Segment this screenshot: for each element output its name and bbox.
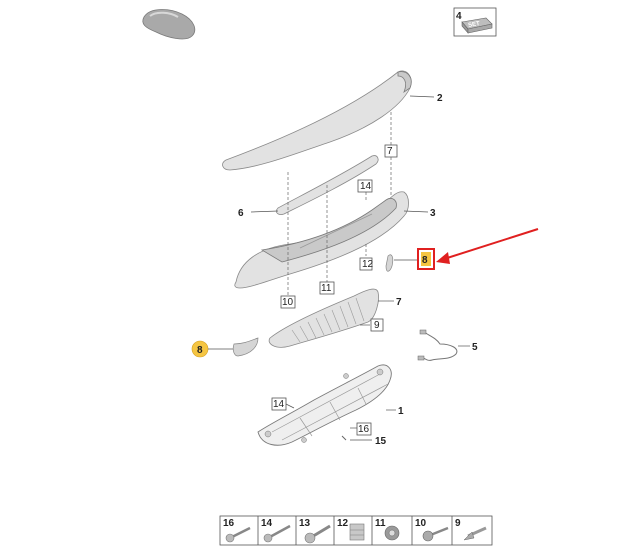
part-8-clip-left[interactable]	[232, 337, 259, 357]
part-4-set-box[interactable]: 4 SET	[453, 7, 497, 37]
legend-label-10: 10	[415, 518, 427, 529]
part-8-clip-right[interactable]	[385, 254, 394, 272]
legend-label-13: 13	[299, 518, 311, 529]
part-7-label: 7	[396, 297, 402, 308]
legend-item-14[interactable]: 14	[261, 518, 291, 543]
part-8-marker-left[interactable]: 8	[191, 340, 209, 358]
part-3-label: 3	[430, 208, 436, 219]
part-14-ref-label: 14	[273, 399, 285, 410]
part-13-ref-label: 14	[360, 181, 372, 192]
legend-item-11[interactable]: 11	[375, 518, 400, 541]
legend-item-13[interactable]: 13	[299, 518, 331, 544]
legend-label-14: 14	[261, 518, 273, 529]
part-5-cable[interactable]	[417, 329, 458, 361]
red-arrow-icon	[436, 228, 539, 264]
legend-label-11: 11	[375, 518, 386, 529]
legend-item-10[interactable]: 10	[415, 518, 449, 542]
part-12-ref-label: 12	[362, 259, 374, 270]
part-4-label: 4	[456, 11, 462, 22]
tube-icon	[142, 9, 196, 40]
part-3-spoiler-lower[interactable]	[234, 191, 409, 289]
part-5-label: 5	[472, 342, 478, 353]
part-2-label: 2	[437, 93, 443, 104]
legend-item-12[interactable]: 12	[337, 518, 365, 541]
part-6-label: 6	[238, 208, 244, 219]
part-1-frame[interactable]	[257, 364, 392, 446]
part-7-ref-label: 7	[387, 146, 393, 157]
part-15-label: 15	[375, 436, 387, 447]
legend-label-12: 12	[337, 518, 349, 529]
legend-item-9[interactable]: 9	[455, 518, 487, 541]
part-10-ref-label: 10	[282, 297, 294, 308]
legend-label-16: 16	[223, 518, 235, 529]
set-text: SET	[468, 21, 481, 29]
part-8-label-left: 8	[197, 345, 203, 356]
part-2-spoiler-blade[interactable]	[222, 70, 412, 171]
part-11-ref-label: 11	[321, 283, 332, 294]
part-1-label: 1	[398, 406, 404, 417]
legend-item-16[interactable]: 16	[223, 518, 251, 543]
part-8-highlight-right[interactable]: 8	[417, 248, 435, 270]
part-7-cover[interactable]	[268, 288, 379, 348]
part-16-ref-label: 16	[358, 424, 370, 435]
legend-label-9: 9	[455, 518, 461, 529]
part-9-ref-label: 9	[374, 320, 380, 331]
part-8-label-right: 8	[422, 255, 428, 266]
